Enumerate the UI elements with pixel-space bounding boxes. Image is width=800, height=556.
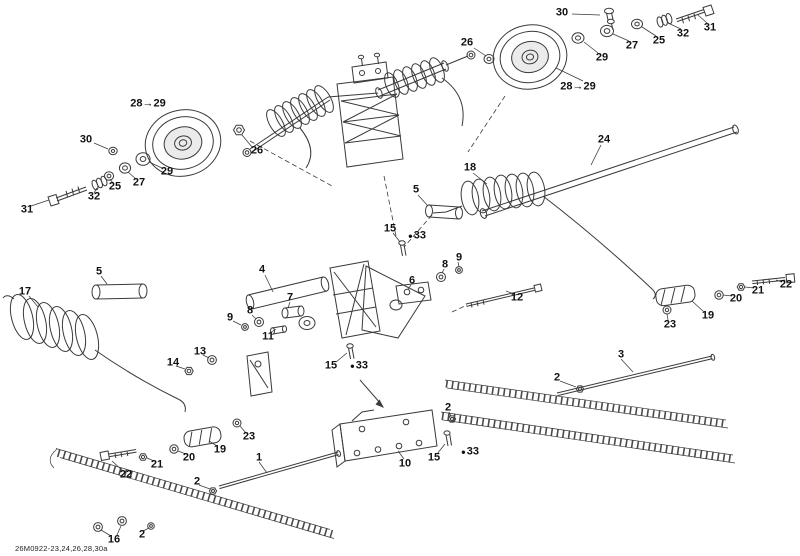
right-spacer-tube [425,204,463,220]
slide-rails [49,379,736,539]
left-wheel-hardware [47,124,246,207]
upper-arm-assembly [242,50,476,169]
right-slider-block [655,273,796,315]
bottom-bracket [331,409,457,468]
rod-1 [208,450,342,495]
right-wheel-hardware [483,4,715,64]
bottom-left-hardware [93,516,155,532]
leader-lines [28,13,783,537]
left-spacer-tube [91,283,148,300]
left-torsion-spring [2,294,186,413]
right-torsion-spring [432,171,656,300]
placement-arrow [359,379,384,408]
bolt-12 [465,283,543,308]
right-idler-wheel [492,24,568,90]
rod-3 [556,353,716,397]
left-idler-wheel [144,109,222,177]
left-slider-block [99,418,242,462]
drawing-code: 26M0922-23,24,26,28,30a [15,544,108,553]
rear-shaft [479,124,739,219]
construction-lines [249,95,506,313]
front-arm-assembly [184,240,463,397]
